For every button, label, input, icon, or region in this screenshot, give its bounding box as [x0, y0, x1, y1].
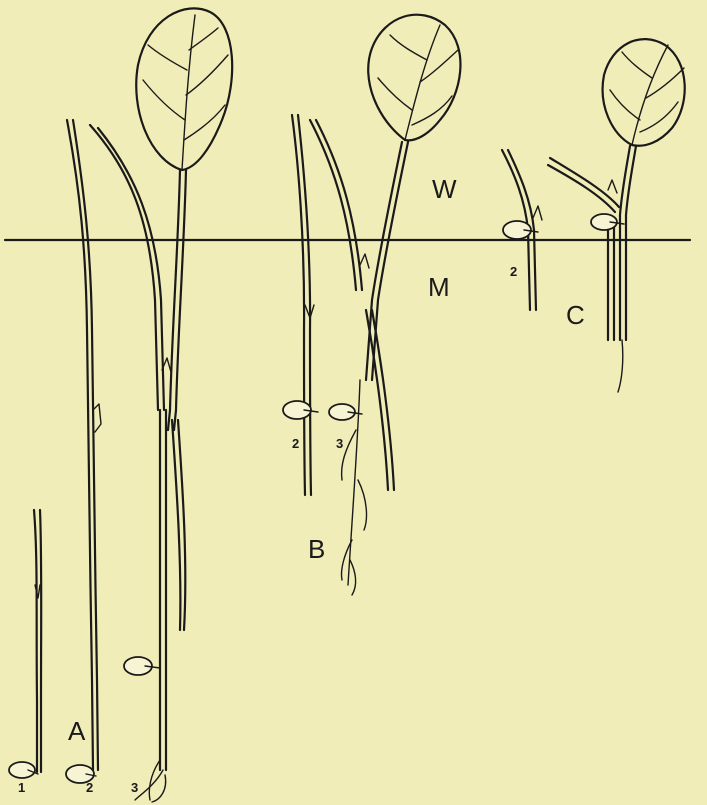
group-c-seedlings: 2 C [502, 39, 685, 392]
group-label-c: C [566, 300, 585, 330]
seedling-a3 [90, 8, 232, 802]
seedling-a2 [66, 120, 101, 783]
seedling-c3 [548, 39, 685, 392]
seedling-b2 [283, 115, 318, 495]
stage-label-a1: 1 [18, 780, 25, 795]
seedling-c2 [502, 150, 542, 310]
stage-label-b2: 2 [292, 436, 299, 451]
stage-label-a3: 3 [131, 780, 138, 795]
zone-label-water: W [432, 174, 457, 204]
stage-label-c2: 2 [510, 264, 517, 279]
seedling-b3 [310, 15, 460, 595]
group-a-seedlings: 1 2 3 A [9, 8, 232, 802]
zone-label-mud: M [428, 272, 450, 302]
group-label-a: A [68, 716, 86, 746]
stage-label-a2: 2 [86, 780, 93, 795]
stage-label-b3: 3 [336, 436, 343, 451]
group-b-seedlings: 2 3 B [283, 15, 460, 595]
group-label-b: B [308, 534, 325, 564]
seedling-a1 [9, 510, 41, 778]
